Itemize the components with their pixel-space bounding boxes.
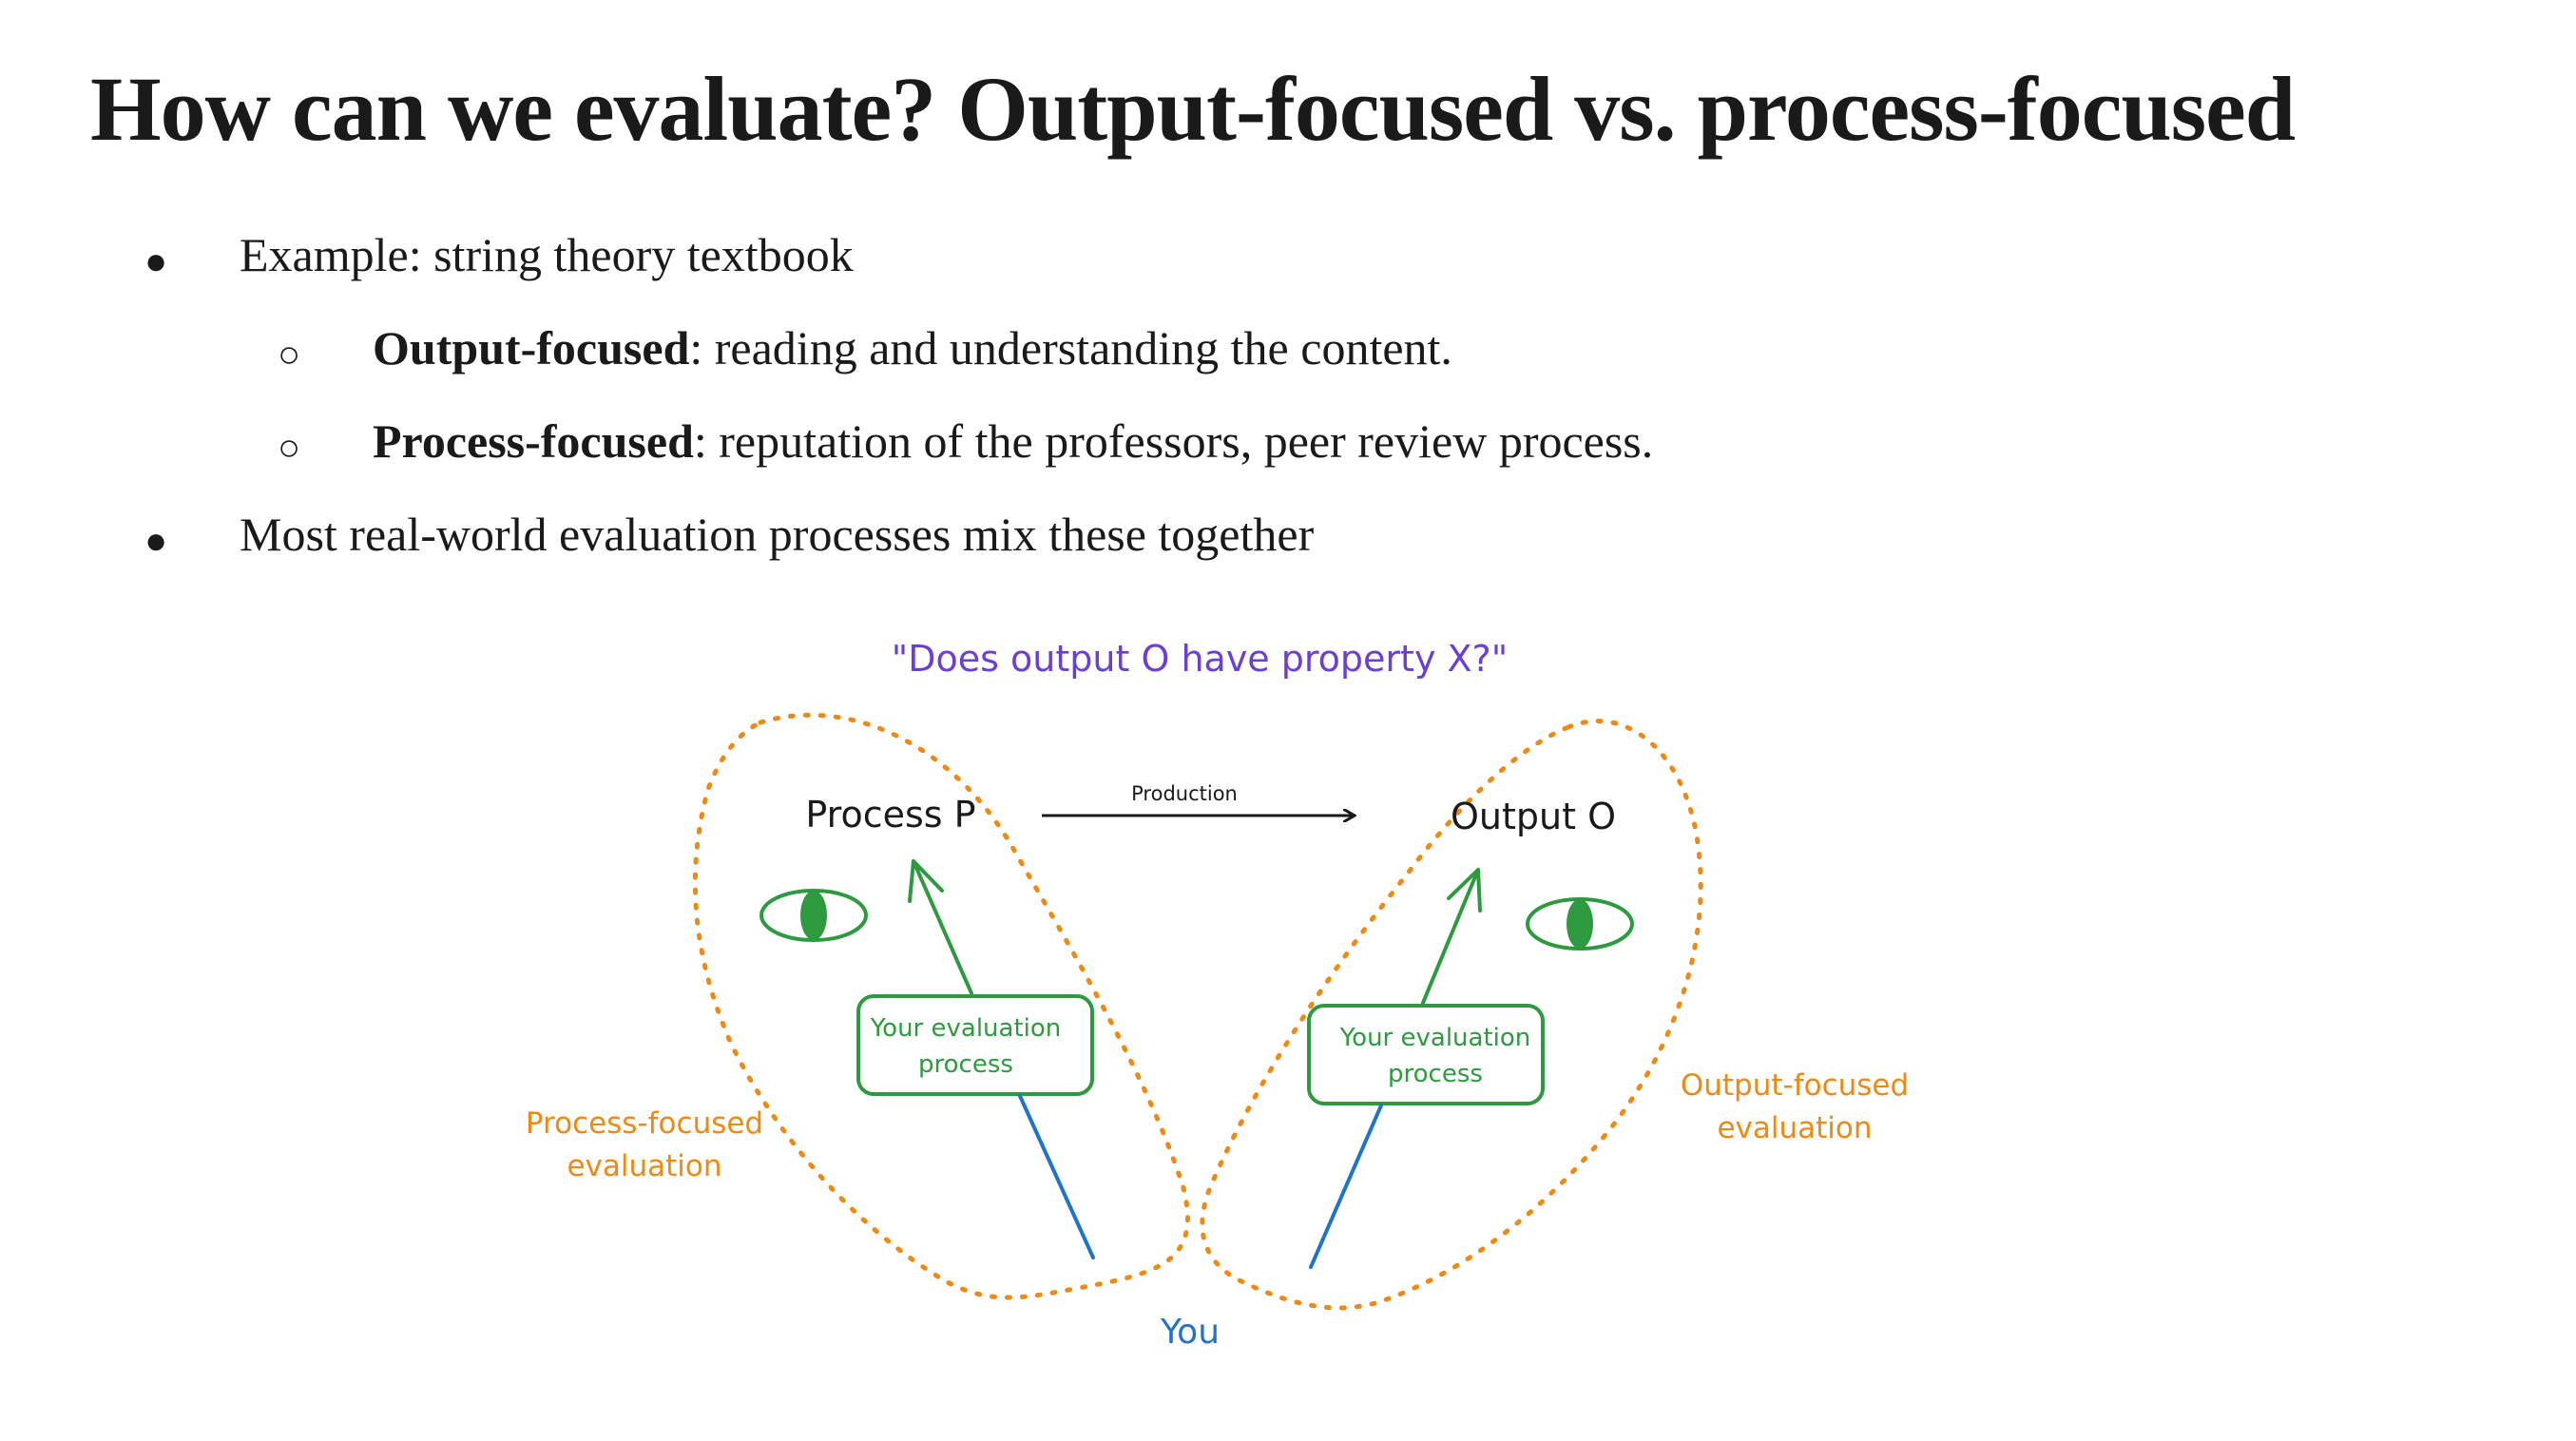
diagram-question: "Does output O have property X?" (892, 638, 1508, 680)
you-to-output-line (1309, 1104, 1383, 1269)
production-label: Production (1131, 782, 1238, 805)
you-to-process-line (1018, 1094, 1095, 1259)
process-p-label: Process P (805, 794, 975, 836)
you-label: You (1160, 1313, 1220, 1352)
output-evaluation-arrow (1421, 868, 1482, 1005)
process-evaluation-box-line1: Your evaluation (870, 1014, 1062, 1043)
process-focused-label-line2: evaluation (567, 1149, 721, 1183)
output-evaluation-box: Your evaluation process (1307, 1004, 1545, 1105)
slide-title: How can we evaluate? Output-focused vs. … (90, 58, 2296, 160)
output-o-label: Output O (1451, 796, 1616, 837)
output-evaluation-box-line1: Your evaluation (1339, 1024, 1531, 1052)
output-focused-label-line1: Output-focused (1681, 1068, 1909, 1103)
process-evaluation-arrow (908, 859, 973, 995)
output-focused-label-line2: evaluation (1717, 1111, 1872, 1145)
process-focused-label-line1: Process-focused (526, 1106, 763, 1141)
output-eye-icon (1526, 897, 1634, 951)
output-evaluation-box-line2: process (1388, 1060, 1483, 1088)
process-focused-region-outline (692, 712, 1190, 1300)
process-eye-icon (759, 889, 868, 942)
process-evaluation-box: Your evaluation process (856, 994, 1094, 1096)
process-evaluation-box-line2: process (918, 1050, 1013, 1079)
output-focused-region-outline (1200, 719, 1703, 1311)
